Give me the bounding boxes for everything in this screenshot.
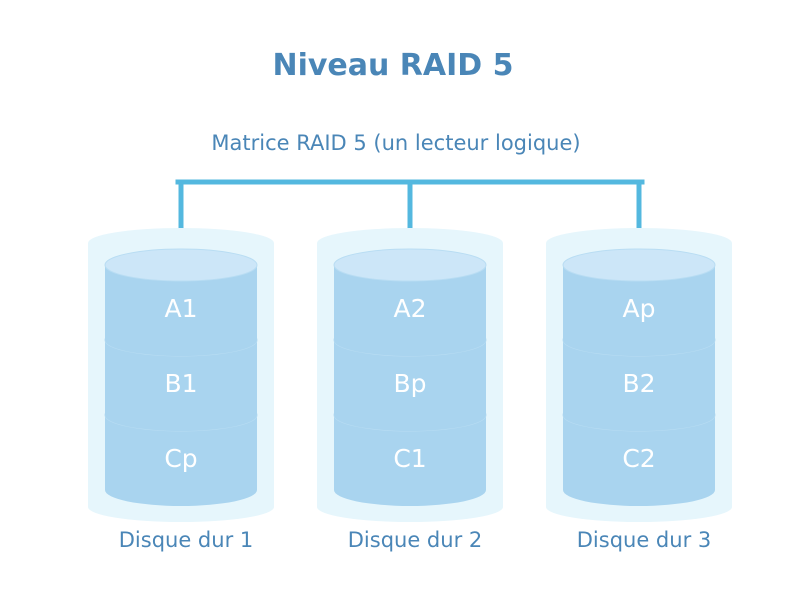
block-label: B1 [164,369,197,398]
block-label: A1 [164,294,197,323]
block-label: Bp [393,369,426,398]
block-body [334,415,486,506]
block-body [105,340,257,431]
data-block: Ap [562,248,716,356]
block-body [334,265,486,356]
disk-enclosure-top [88,228,274,258]
block-label: C1 [393,444,426,473]
block-label: B2 [622,369,655,398]
disk-label: Disque dur 1 [119,528,254,552]
data-block: A2 [333,248,487,356]
block-body [334,340,486,431]
block-top [104,248,258,282]
array-label: Matrice RAID 5 (un lecteur logique) [211,131,581,155]
block-label: A2 [393,294,426,323]
data-block: A1 [104,248,258,356]
disk-enclosure-top [317,228,503,258]
block-label: Cp [164,444,197,473]
block-body [563,340,715,431]
block-body [105,265,257,356]
block-body [563,265,715,356]
block-body [563,415,715,506]
disk-label: Disque dur 2 [348,528,483,552]
diagram-title: Niveau RAID 5 [272,48,514,83]
block-label: Ap [623,294,656,323]
disk-enclosure-top [546,228,732,258]
block-top [333,248,487,282]
block-body [105,415,257,506]
block-label: C2 [622,444,655,473]
disk-label: Disque dur 3 [577,528,712,552]
block-top [562,248,716,282]
